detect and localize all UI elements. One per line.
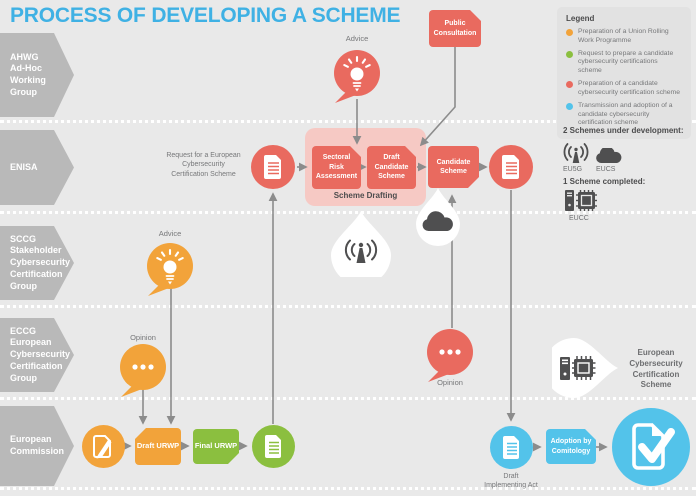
eucs-cloud-icon	[596, 148, 622, 163]
legend-dot-green	[566, 50, 573, 58]
eucs-label: EUCS	[596, 166, 616, 173]
lane-divider	[0, 120, 696, 123]
lane-divider	[0, 305, 696, 308]
legend-item-text: Preparation of a candidate cybersecurity…	[578, 80, 680, 96]
legend-item: Preparation of a candidate cybersecurity…	[566, 80, 682, 98]
candidate-document-circle	[489, 145, 533, 189]
opinion-bubble-eccg	[120, 344, 166, 397]
lightbulb-bubble-ahwg	[334, 50, 380, 103]
lightbulb-bubble-sccg	[147, 243, 193, 296]
opinion-bubble-right	[427, 329, 473, 382]
antenna-icon	[344, 239, 378, 261]
cloud-icon	[422, 211, 453, 231]
opinion-label-eccg: Opinion	[130, 333, 156, 342]
document-icon	[265, 435, 281, 458]
dots-icon	[439, 349, 461, 355]
eu5g-label: EU5G	[563, 166, 583, 173]
draft-candidate-box: Draft Candidate Scheme	[367, 146, 416, 189]
computer-chip-icon	[560, 356, 596, 380]
legend: Legend Preparation of a Union Rolling Wo…	[557, 7, 691, 140]
scheme-drafting-label: Scheme Drafting	[333, 191, 398, 200]
public-consultation-box: Public Consultation	[429, 10, 481, 47]
page-title: PROCESS OF DEVELOPING A SCHEME	[10, 4, 401, 27]
legend-item-text: Request to prepare a candidate cybersecu…	[578, 49, 674, 75]
draft-urwp-box: Draft URWP	[135, 428, 181, 465]
legend-item: Transmission and adoption of a candidate…	[566, 102, 682, 128]
cloud-teardrop	[416, 188, 460, 246]
legend-item: Request to prepare a candidate cybersecu…	[566, 50, 682, 76]
ecc-scheme-text: European Cybersecurity Certification Sch…	[629, 348, 683, 390]
document-icon	[503, 436, 519, 459]
lane-divider	[0, 211, 696, 214]
advice-label-ahwg: Advice	[345, 34, 369, 43]
final-urwp-circle	[252, 425, 295, 468]
eucc-computer-chip-icon	[565, 190, 597, 211]
legend-heading: Legend	[566, 14, 595, 23]
legend-item-text: Transmission and adoption of a candidate…	[578, 101, 673, 127]
legend-item: Preparation of a Union Rolling Work Prog…	[566, 28, 682, 46]
lane-divider	[0, 397, 696, 400]
opinion-label-right: Opinion	[437, 378, 463, 387]
document-icon	[502, 155, 519, 179]
legend-item-text: Preparation of a Union Rolling Work Prog…	[578, 28, 669, 44]
dots-icon	[132, 364, 154, 370]
check-document-icon	[632, 423, 675, 470]
candidate-scheme-box: Candidate Scheme	[428, 146, 479, 188]
legend-dot-red	[566, 81, 573, 89]
request-scheme-text: Request for a European Cybersecurity Cer…	[166, 152, 241, 178]
lane-divider	[0, 487, 696, 490]
advice-label-sccg: Advice	[158, 229, 182, 238]
eucc-label: EUCC	[569, 215, 589, 222]
lane-sccg: SCCG Stakeholder Cybersecurity Certifica…	[0, 226, 74, 300]
under-development-heading: 2 Schemes under development:	[563, 126, 684, 135]
legend-dot-blue	[566, 102, 573, 110]
adoption-comitology-box: Adoption by Comitology	[546, 429, 596, 464]
draft-implementing-label: Draft Implementing Act	[484, 473, 538, 490]
antenna-teardrop	[331, 211, 391, 277]
lightbulb-icon	[156, 248, 184, 261]
lightbulb-icon	[343, 55, 371, 68]
draft-implementing-circle	[490, 426, 533, 469]
completed-heading: 1 Scheme completed:	[563, 177, 646, 186]
document-icon	[264, 155, 281, 179]
eu5g-antenna-icon	[563, 143, 589, 163]
request-document-circle	[251, 145, 295, 189]
draft-urwp-circle	[82, 425, 125, 468]
pencil-document-icon	[93, 435, 112, 459]
final-urwp-box: Final URWP	[193, 429, 239, 464]
legend-dot-orange	[566, 29, 573, 36]
sectoral-risk-box: Sectoral Risk Assessment	[312, 146, 361, 189]
approved-scheme-circle	[612, 408, 690, 486]
ecc-scheme-teardrop	[552, 338, 618, 398]
